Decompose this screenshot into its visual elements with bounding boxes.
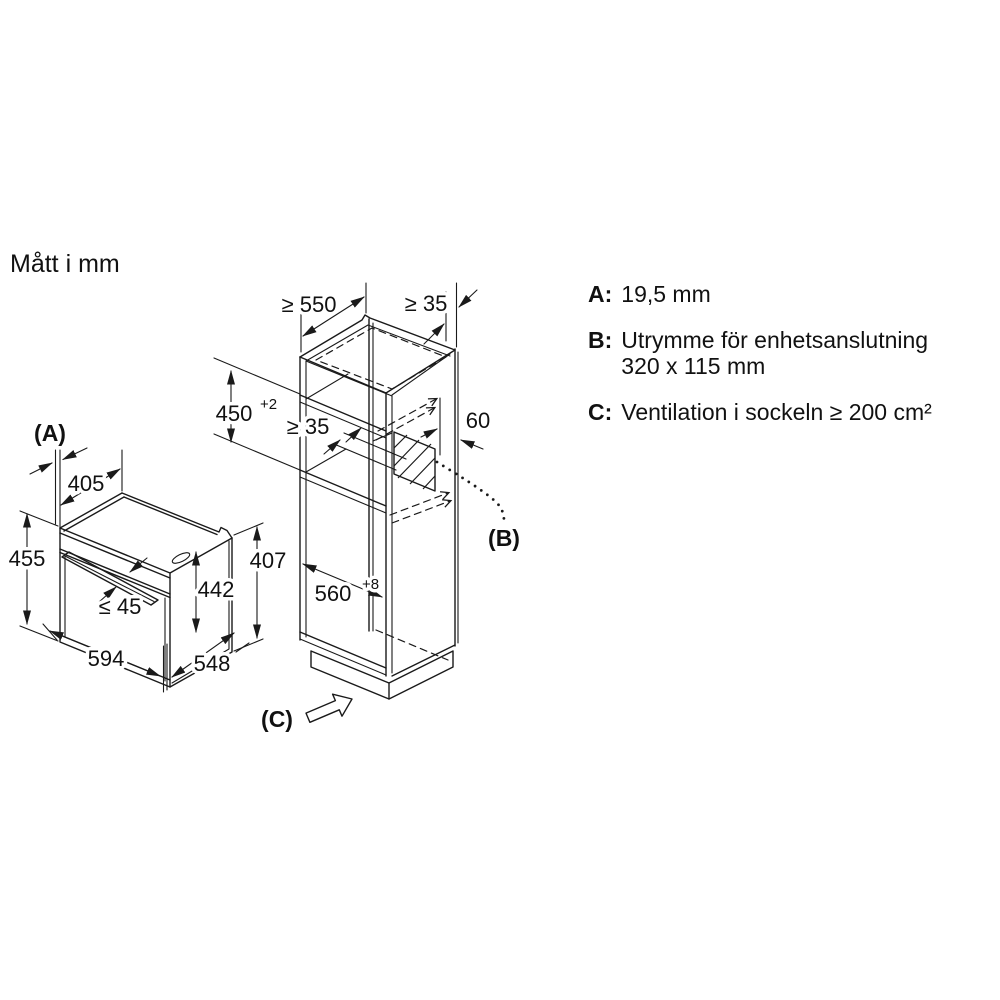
legend-text-c: Ventilation i sockeln ≥ 200 cm² [621,399,932,425]
dim-oven-rear-height: 407 [233,522,290,652]
connection-reference: (B) [435,460,523,555]
dim-oven-front-height-label: 455 [9,546,46,571]
dim-oven-depth-label: 548 [194,651,231,676]
dim-cabinet-inner-width: 560 +8 [302,563,383,610]
legend-key-c: C: [588,399,613,425]
ventilation-arrow-icon [305,693,353,723]
side-grip-hole [171,552,191,564]
dim-oven-width: 594 [42,623,168,693]
dim-cabinet-niche-height-tolerance: +2 [260,396,277,413]
dim-cabinet-inner-width-label: 560 [315,581,352,606]
legend: A: 19,5 mm B: Utrymme för enhetsanslutni… [588,281,978,445]
dim-cabinet-rear-clearance: ≥ 35 [283,411,362,455]
legend-text-b: Utrymme för enhetsanslutning 320 x 115 m… [621,327,928,379]
dim-oven-a-gap-label: (A) [34,420,66,446]
dim-cabinet-niche-height: 450 +2 [212,357,301,471]
dim-oven-a-gap: (A) [29,417,88,529]
dim-oven-top-depth-label: 405 [68,471,105,496]
legend-item-b: B: Utrymme för enhetsanslutning 320 x 11… [588,327,978,379]
dim-cabinet-top-clearance-label: ≥ 35 [405,291,448,316]
dim-oven-depth: 548 [171,632,250,680]
dim-cabinet-rear-clearance-label: ≥ 35 [287,414,330,439]
dim-cabinet-niche-depth-label: ≥ 550 [282,292,337,317]
dim-cabinet-niche-depth: ≥ 550 [278,282,367,353]
dim-oven-front-height: 455 [5,510,59,642]
cabinet-drawing [299,314,459,700]
dim-oven-side-height: 442 [192,551,238,633]
legend-text-a: 19,5 mm [621,281,711,307]
oven-handle [61,551,159,606]
legend-text-b-line1: Utrymme för enhetsanslutning [621,327,929,353]
plinth [310,644,456,700]
page-title: Mått i mm [10,250,120,278]
dim-oven-top-depth: 405 [60,449,123,506]
dim-oven-side-height-label: 442 [198,577,235,602]
dim-oven-rear-height-label: 407 [250,548,287,573]
legend-key-b: B: [588,327,613,353]
top-opening-hidden-edge [315,327,447,390]
legend-item-a: A: 19,5 mm [588,281,978,307]
dim-cabinet-niche-height-label: 450 [216,401,253,426]
connection-area-hatch [393,431,436,492]
ventilation-reference-label: (C) [261,706,293,732]
dim-cabinet-inner-width-tolerance: +8 [362,576,379,593]
dim-cabinet-top-clearance: ≥ 35 [401,282,478,348]
connection-reference-label: (B) [488,525,520,551]
airflow-arrows [375,397,453,524]
ventilation-reference: (C) [258,693,353,736]
legend-text-b-line2: 320 x 115 mm [621,353,766,379]
dim-oven-handle-depth: ≤ 45 [95,557,148,623]
dim-cabinet-recess-depth: 60 [420,397,494,456]
dim-oven-handle-depth-label: ≤ 45 [99,594,142,619]
dim-oven-width-label: 594 [88,646,125,671]
legend-item-c: C: Ventilation i sockeln ≥ 200 cm² [588,399,978,425]
dim-cabinet-recess-depth-label: 60 [466,408,490,433]
legend-key-a: A: [588,281,613,307]
connection-leader-dots [435,460,506,523]
